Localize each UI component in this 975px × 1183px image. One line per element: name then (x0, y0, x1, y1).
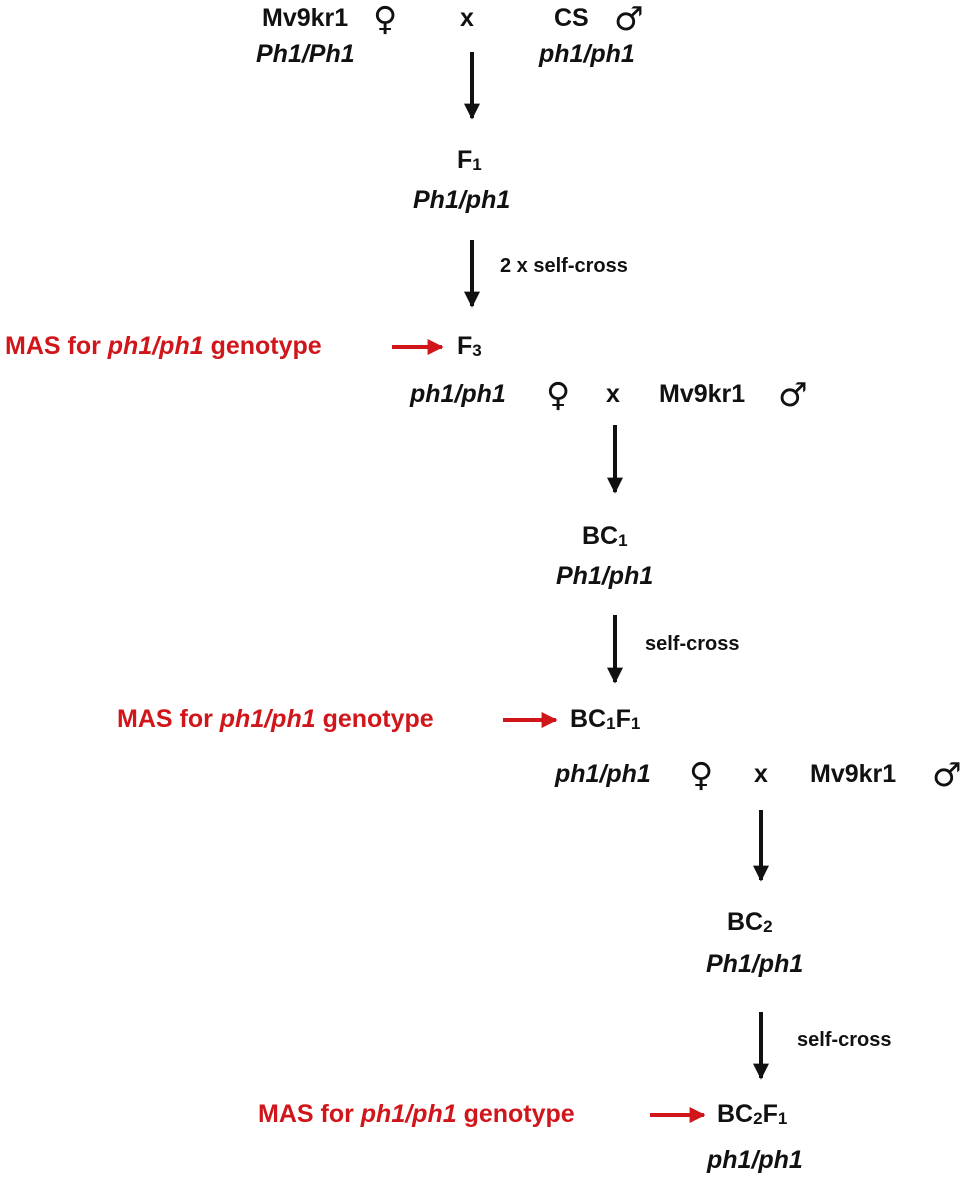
female-symbol-icon: ♀ (546, 375, 571, 414)
f1-label: F1 (457, 146, 482, 174)
f3-label: F3 (457, 332, 482, 360)
parent-male-name: CS (554, 4, 589, 32)
mas-label-2: MAS for ph1/ph1 genotype (117, 705, 434, 733)
parent-female-genotype: Ph1/Ph1 (256, 40, 355, 68)
bc1-genotype: Ph1/ph1 (556, 562, 654, 590)
male-symbol-icon: ♂ (778, 375, 808, 414)
bc2f1-label: BC2F1 (717, 1100, 788, 1128)
cross3-female-genotype: ph1/ph1 (555, 760, 651, 788)
bc2f1-genotype: ph1/ph1 (707, 1146, 803, 1174)
bc1f1-label: BC1F1 (570, 705, 641, 733)
female-symbol-icon: ♀ (689, 755, 714, 794)
step-label-self-cross-2: self-cross (797, 1029, 892, 1051)
cross2-male-name: Mv9kr1 (659, 380, 746, 408)
parent-female-name: Mv9kr1 (262, 4, 349, 32)
male-symbol-icon: ♂ (614, 0, 644, 38)
mas-label-3: MAS for ph1/ph1 genotype (258, 1100, 575, 1128)
cross-symbol: x (606, 380, 620, 408)
mas-label-1: MAS for ph1/ph1 genotype (5, 332, 322, 360)
cross3-male-name: Mv9kr1 (810, 760, 897, 788)
cross2-female-genotype: ph1/ph1 (410, 380, 506, 408)
cross-symbol: x (754, 760, 768, 788)
bc2-label: BC2 (727, 908, 773, 936)
parent-male-genotype: ph1/ph1 (539, 40, 635, 68)
step-label-2x-self-cross: 2 x self-cross (500, 255, 628, 277)
bc1-label: BC1 (582, 522, 628, 550)
cross-symbol: x (460, 4, 474, 32)
f1-genotype: Ph1/ph1 (413, 186, 511, 214)
female-symbol-icon: ♀ (373, 0, 398, 38)
bc2-genotype: Ph1/ph1 (706, 950, 804, 978)
step-label-self-cross-1: self-cross (645, 633, 740, 655)
male-symbol-icon: ♂ (932, 755, 962, 794)
